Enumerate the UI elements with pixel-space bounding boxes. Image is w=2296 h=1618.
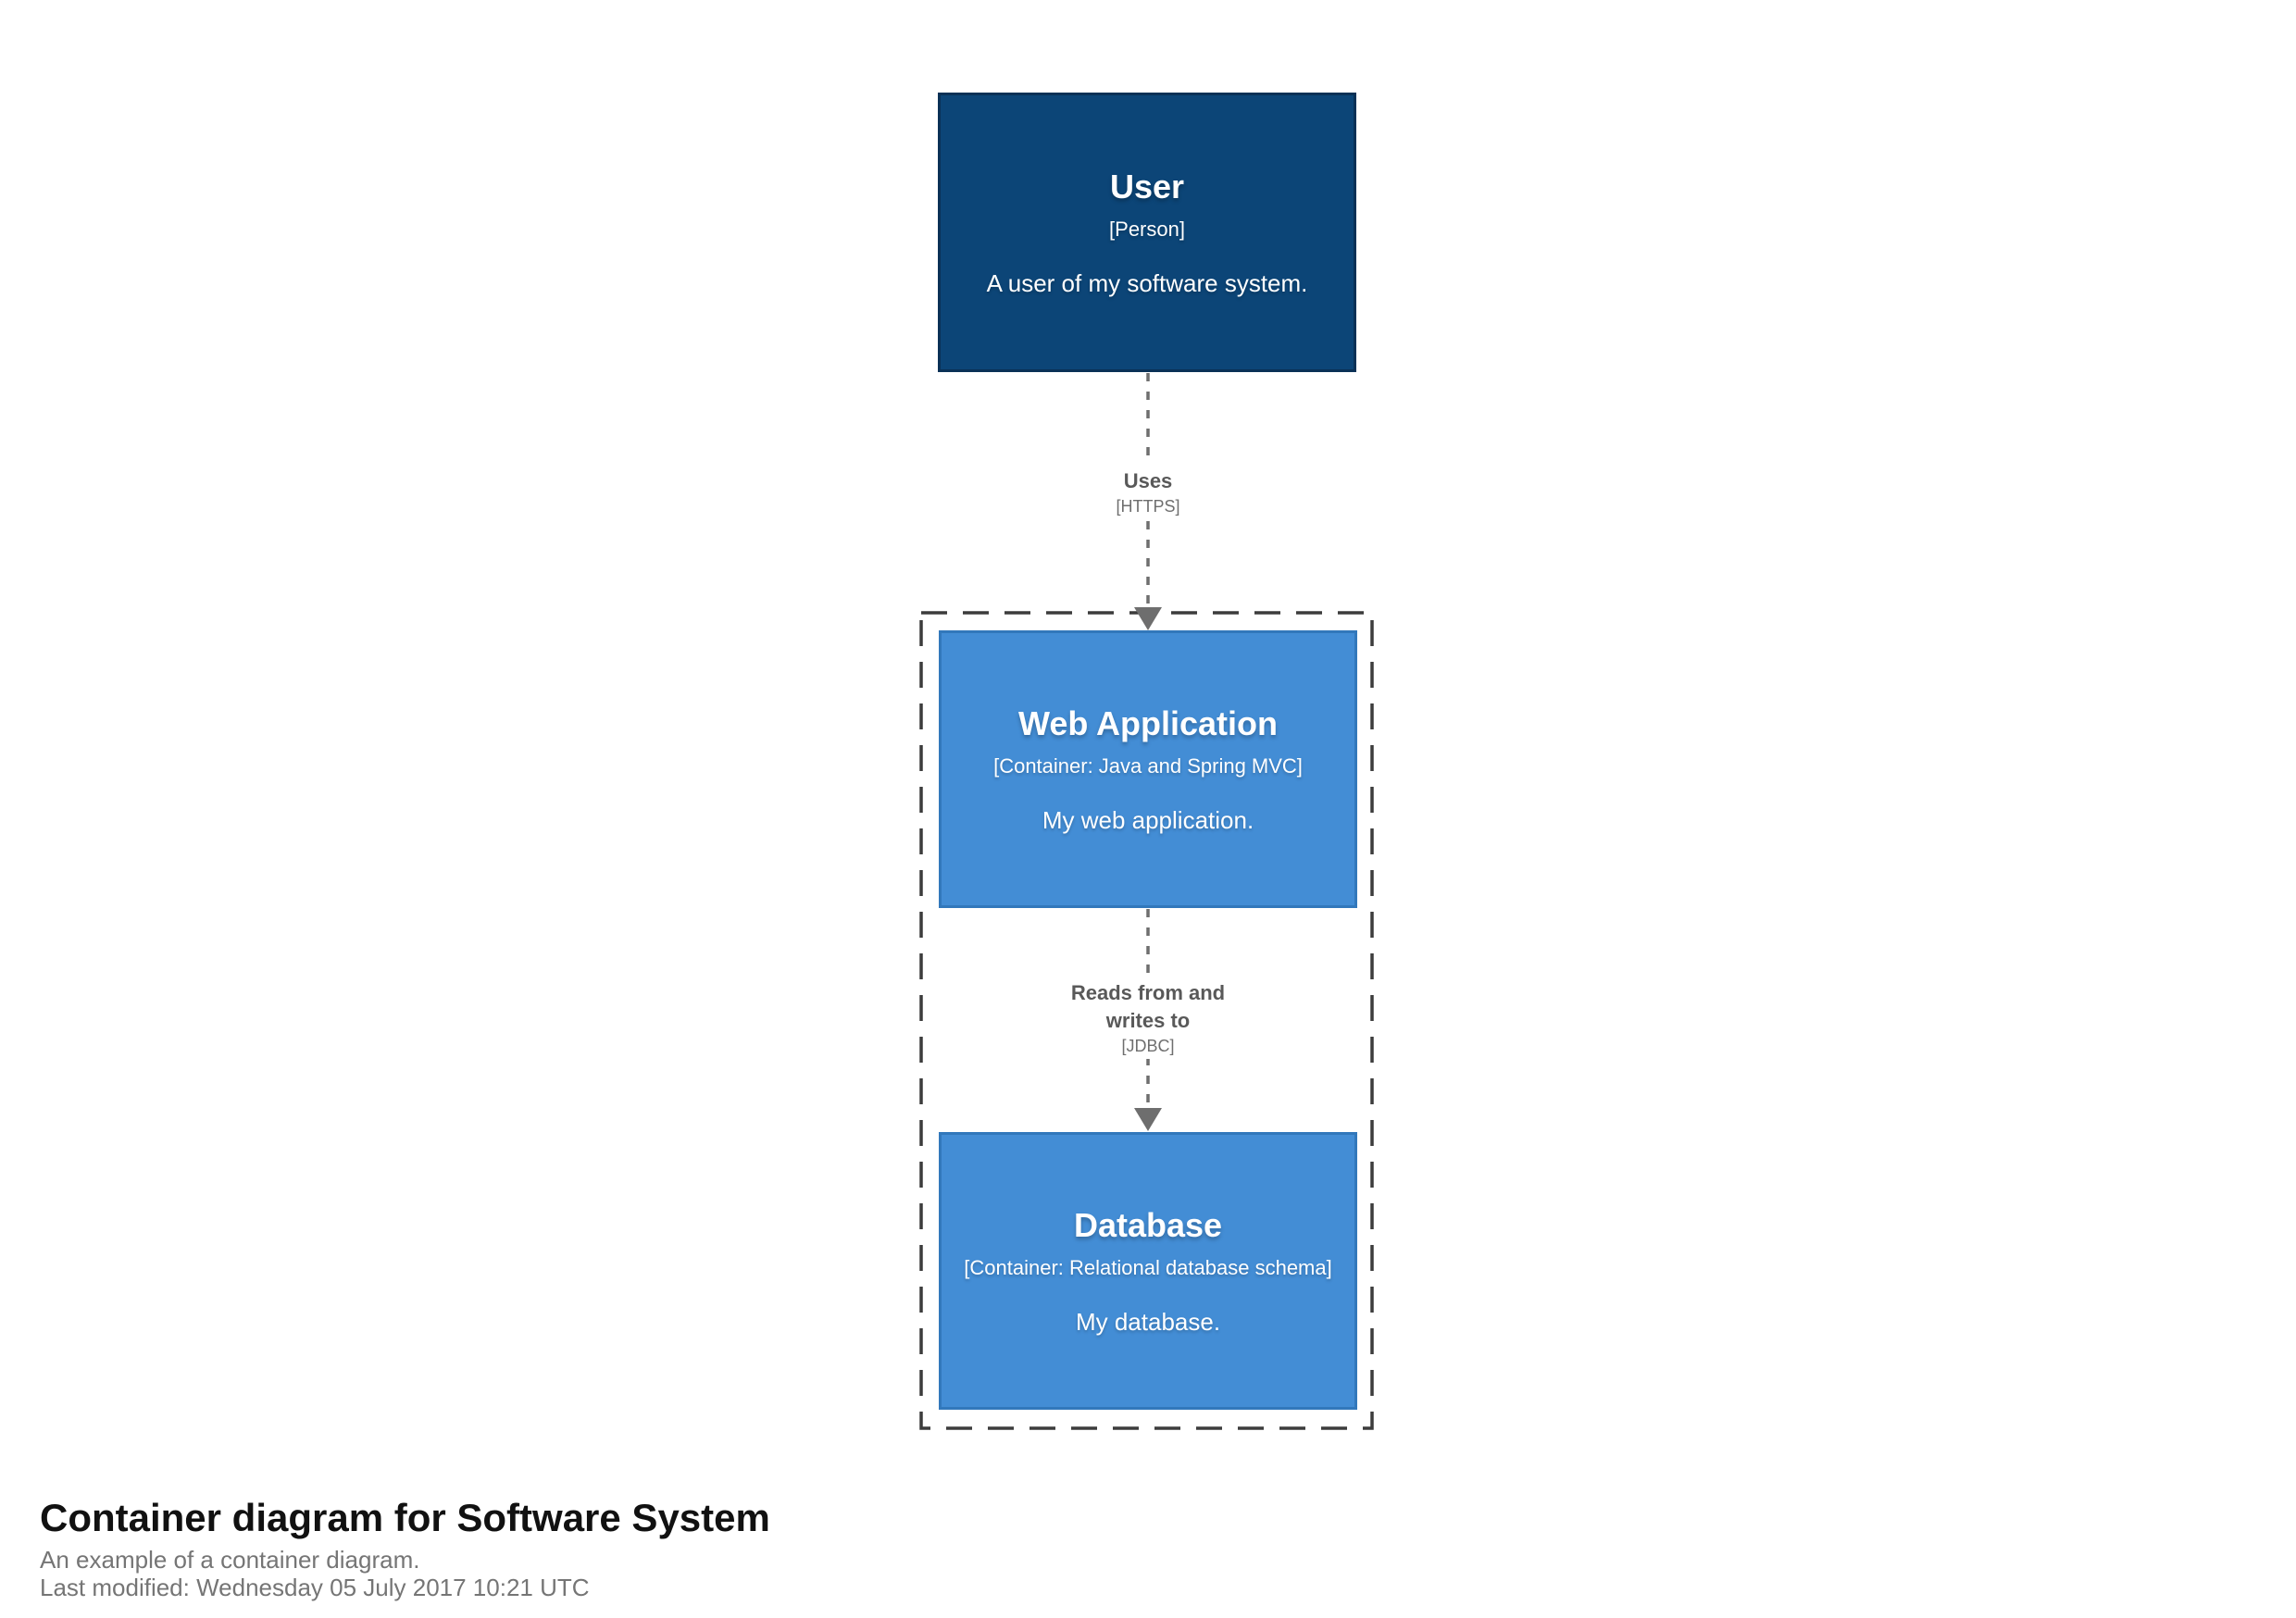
element-description: A user of my software system. — [986, 269, 1308, 297]
relationship-name: Uses — [1123, 469, 1173, 492]
element-description: My web application. — [1042, 806, 1254, 834]
person-box-user[interactable]: User [Person] A user of my software syst… — [938, 93, 1356, 372]
element-name: User — [1109, 168, 1185, 205]
element-metadata: [Container: Java and Spring MVC] — [993, 754, 1303, 778]
relationship-technology: [JDBC] — [1121, 1037, 1175, 1055]
arrowhead-down-icon — [1134, 1108, 1162, 1131]
diagram-description: An example of a container diagram. — [40, 1546, 420, 1574]
relationship-label-reads-writes: Reads from and writes to [JDBC] — [1042, 977, 1254, 1059]
element-name: Web Application — [1017, 704, 1278, 742]
element-metadata: [Container: Relational database schema] — [964, 1256, 1332, 1279]
element-name: Database — [1073, 1206, 1223, 1244]
relationship-name: Reads from and writes to — [1070, 981, 1226, 1032]
arrowhead-down-icon — [1134, 607, 1162, 630]
diagram-title: Container diagram for Software System — [40, 1496, 770, 1539]
element-metadata: [Person] — [1109, 218, 1185, 241]
diagram-last-modified: Last modified: Wednesday 05 July 2017 10… — [40, 1574, 590, 1601]
element-description: My database. — [1075, 1308, 1221, 1336]
relationship-label-uses: Uses [HTTPS] — [1106, 466, 1190, 519]
container-box-web-application[interactable]: Web Application [Container: Java and Spr… — [939, 630, 1357, 908]
container-box-database[interactable]: Database [Container: Relational database… — [939, 1132, 1357, 1410]
diagram-footer: Container diagram for Software System An… — [40, 1496, 770, 1601]
relationship-technology: [HTTPS] — [1116, 497, 1180, 516]
